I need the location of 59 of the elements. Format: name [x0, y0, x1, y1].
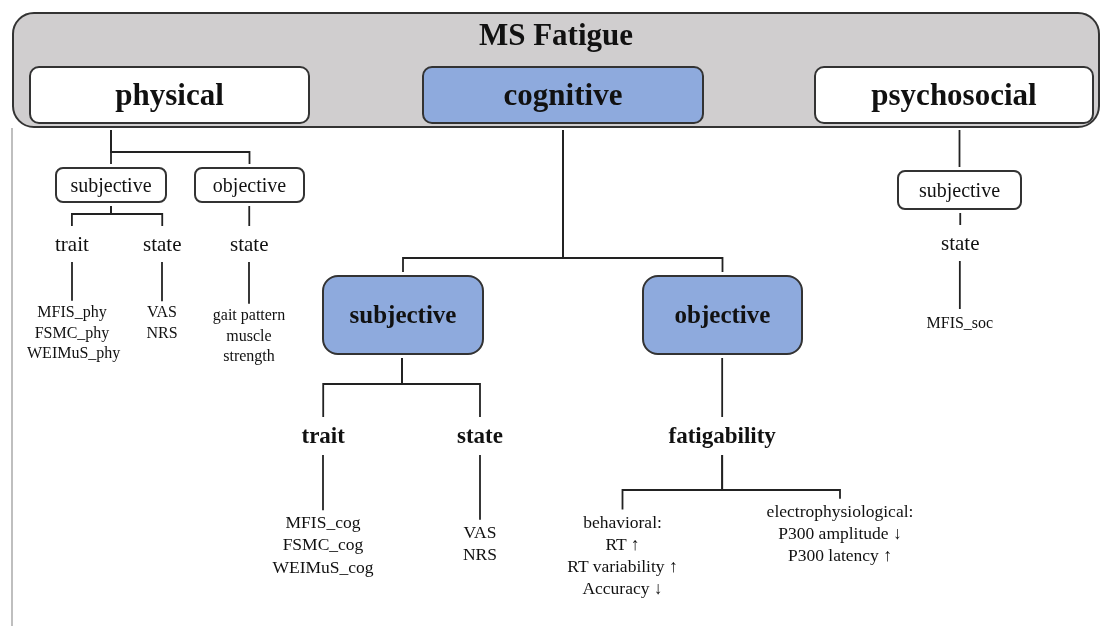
category-box — [814, 66, 1094, 124]
connector-line — [71, 261, 73, 302]
subcategory-box — [322, 275, 484, 355]
list-item: FSMC_cog — [282, 533, 364, 556]
subcategory-box — [642, 275, 803, 355]
category-box — [422, 66, 704, 124]
node-label: state — [143, 229, 182, 259]
list-item: P300 amplitude ↓ — [778, 521, 902, 545]
list-item: P300 latency ↑ — [788, 544, 892, 567]
connector-line — [958, 129, 961, 168]
connector-line — [110, 129, 251, 165]
node-label: trait — [301, 420, 345, 452]
list-item: Accuracy ↓ — [582, 577, 663, 600]
list-item: FSMC_phy — [34, 322, 110, 344]
node-label: fatigability — [668, 420, 776, 452]
connector-line — [479, 454, 481, 521]
list-item: electrophysiological: — [766, 499, 914, 522]
box-label: subjective — [918, 178, 1001, 202]
connector-line — [110, 205, 164, 227]
subcategory-box — [55, 167, 167, 203]
connector-line — [958, 260, 961, 310]
band-title: MS Fatigue — [478, 16, 634, 54]
subcategory-box — [194, 167, 305, 203]
box-label: subjective — [70, 173, 152, 197]
connector-line — [161, 261, 163, 303]
connector-line — [322, 454, 324, 512]
box-label: objective — [212, 173, 287, 197]
list-item: NRS — [146, 323, 178, 343]
node-label: state — [941, 228, 980, 258]
box-label: subjective — [349, 301, 457, 329]
connector-line — [248, 261, 250, 305]
list-item: behavioral: — [583, 510, 662, 533]
list-item: RT ↑ — [605, 532, 640, 555]
list-item: NRS — [462, 543, 497, 566]
box-label: objective — [674, 301, 771, 329]
list-item: muscle strength — [222, 325, 276, 367]
list-item: MFIS_phy — [37, 301, 107, 323]
list-item: gait pattern — [212, 304, 286, 326]
box-label: physical — [115, 76, 224, 114]
box-label: psychosocial — [871, 76, 1037, 114]
connector-line — [721, 454, 841, 500]
connector-line — [401, 357, 481, 418]
list-item: VAS — [463, 520, 497, 543]
node-label: trait — [55, 229, 89, 259]
connector-line — [248, 205, 251, 227]
subcategory-box — [897, 170, 1022, 210]
list-item: RT variability ↑ — [567, 555, 678, 578]
category-band — [12, 12, 1100, 128]
list-item: MFIS_soc — [926, 312, 994, 334]
list-item: MFIS_cog — [285, 511, 361, 534]
list-item: WEIMuS_cog — [272, 555, 374, 578]
node-label: state — [230, 229, 269, 259]
list-item: VAS — [147, 302, 177, 323]
connector-line — [562, 129, 724, 273]
category-box — [29, 66, 310, 124]
connector-line — [959, 212, 962, 226]
connector-line — [721, 357, 724, 418]
node-label: state — [457, 420, 503, 452]
box-label: cognitive — [503, 76, 623, 114]
